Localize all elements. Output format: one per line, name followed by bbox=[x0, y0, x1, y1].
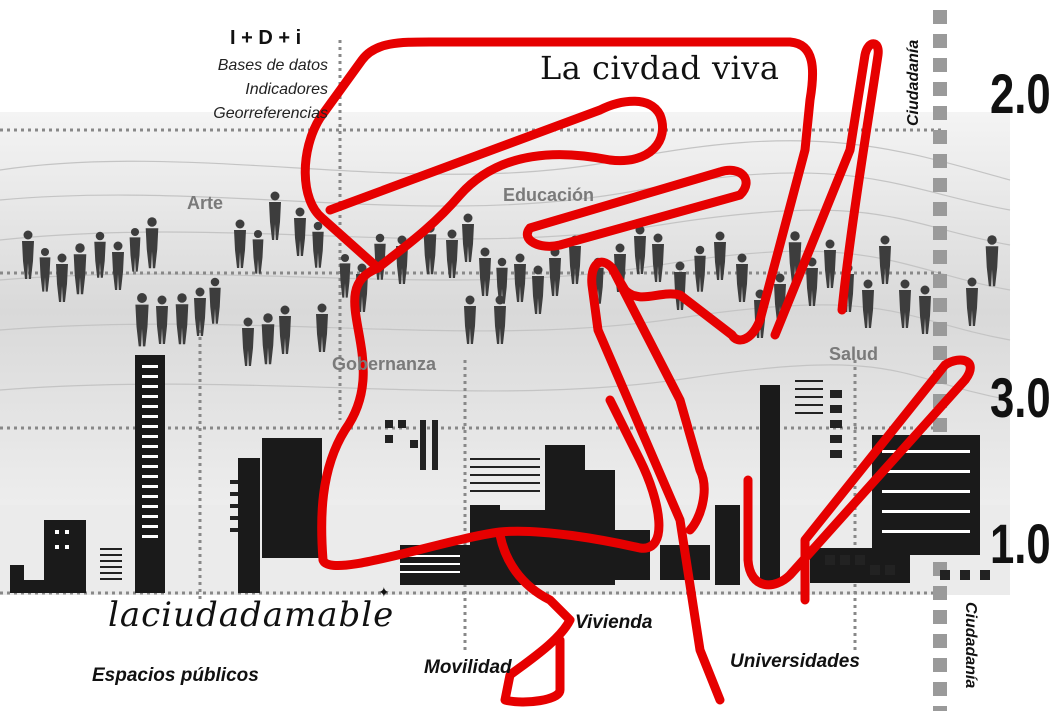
script-title: laciudadamable bbox=[108, 595, 395, 635]
person-silhouette bbox=[209, 277, 221, 324]
header-line-indicators: Indicadores bbox=[245, 81, 328, 98]
label-vivienda: Vivienda bbox=[575, 612, 653, 633]
label-movilidad: Movilidad bbox=[424, 657, 512, 678]
category-arte: Arte bbox=[187, 193, 224, 213]
person-silhouette bbox=[316, 303, 328, 352]
label-universidades: Universidades bbox=[730, 651, 860, 672]
person-silhouette bbox=[496, 257, 508, 304]
star-ornament-icon: ✦ bbox=[378, 584, 390, 600]
person-silhouette bbox=[112, 241, 124, 290]
person-silhouette bbox=[966, 277, 978, 326]
person-silhouette bbox=[736, 253, 748, 302]
person-silhouette bbox=[899, 279, 911, 328]
header-line-databases: Bases de datos bbox=[217, 57, 328, 74]
category-gobernanza: Gobernanza bbox=[332, 354, 437, 374]
main-title: La civdad viva bbox=[540, 49, 780, 87]
person-silhouette bbox=[135, 293, 149, 347]
striped-buildings bbox=[100, 380, 842, 580]
person-silhouette bbox=[194, 287, 206, 336]
person-silhouette bbox=[494, 295, 506, 344]
person-silhouette bbox=[462, 213, 474, 262]
header-line-georeferences: Georreferencias bbox=[213, 105, 328, 122]
building-silhouettes bbox=[10, 355, 980, 593]
person-silhouette bbox=[879, 235, 891, 284]
person-silhouette bbox=[824, 239, 836, 288]
version-2-0: 2.0 bbox=[990, 62, 1051, 125]
person-silhouette bbox=[279, 305, 291, 354]
vertical-label-ciudadania-bottom: Ciudadanía bbox=[962, 602, 979, 689]
person-silhouette bbox=[39, 247, 51, 292]
red-scribble bbox=[300, 37, 975, 707]
person-silhouette bbox=[234, 219, 246, 268]
person-silhouette bbox=[56, 253, 68, 302]
person-silhouette bbox=[242, 317, 254, 366]
person-silhouette bbox=[22, 230, 34, 279]
person-silhouette bbox=[269, 191, 281, 240]
person-silhouette bbox=[252, 229, 264, 274]
person-silhouette bbox=[634, 225, 646, 274]
category-educacion: Educación bbox=[503, 185, 595, 205]
person-silhouette bbox=[862, 279, 874, 328]
person-silhouette bbox=[919, 285, 931, 334]
person-silhouette bbox=[464, 295, 476, 344]
person-silhouette bbox=[156, 295, 168, 344]
person-silhouette bbox=[532, 265, 544, 314]
building-windows bbox=[55, 365, 970, 549]
person-silhouette bbox=[294, 207, 306, 256]
version-1-0: 1.0 bbox=[990, 512, 1051, 575]
version-3-0: 3.0 bbox=[990, 366, 1051, 429]
block-marks bbox=[230, 420, 990, 580]
person-silhouette bbox=[73, 243, 87, 295]
person-silhouette bbox=[339, 253, 351, 298]
person-silhouette bbox=[312, 221, 324, 268]
person-silhouette bbox=[652, 233, 664, 282]
person-silhouette bbox=[985, 235, 999, 287]
person-silhouette bbox=[129, 227, 141, 272]
header-title: I + D + i bbox=[230, 27, 302, 49]
person-silhouette bbox=[145, 217, 159, 269]
person-silhouette bbox=[479, 247, 491, 296]
person-silhouette bbox=[694, 245, 706, 292]
person-silhouette bbox=[446, 229, 458, 278]
label-espacios-publicos: Espacios públicos bbox=[92, 665, 259, 686]
category-salud: Salud bbox=[829, 344, 879, 364]
person-silhouette bbox=[261, 313, 275, 365]
person-silhouette bbox=[714, 231, 726, 280]
crowd-silhouettes bbox=[22, 191, 999, 366]
vertical-label-ciudadania-top: Ciudadanía bbox=[905, 39, 922, 126]
person-silhouette bbox=[94, 231, 106, 278]
person-silhouette bbox=[175, 293, 189, 345]
person-silhouette bbox=[514, 253, 526, 302]
